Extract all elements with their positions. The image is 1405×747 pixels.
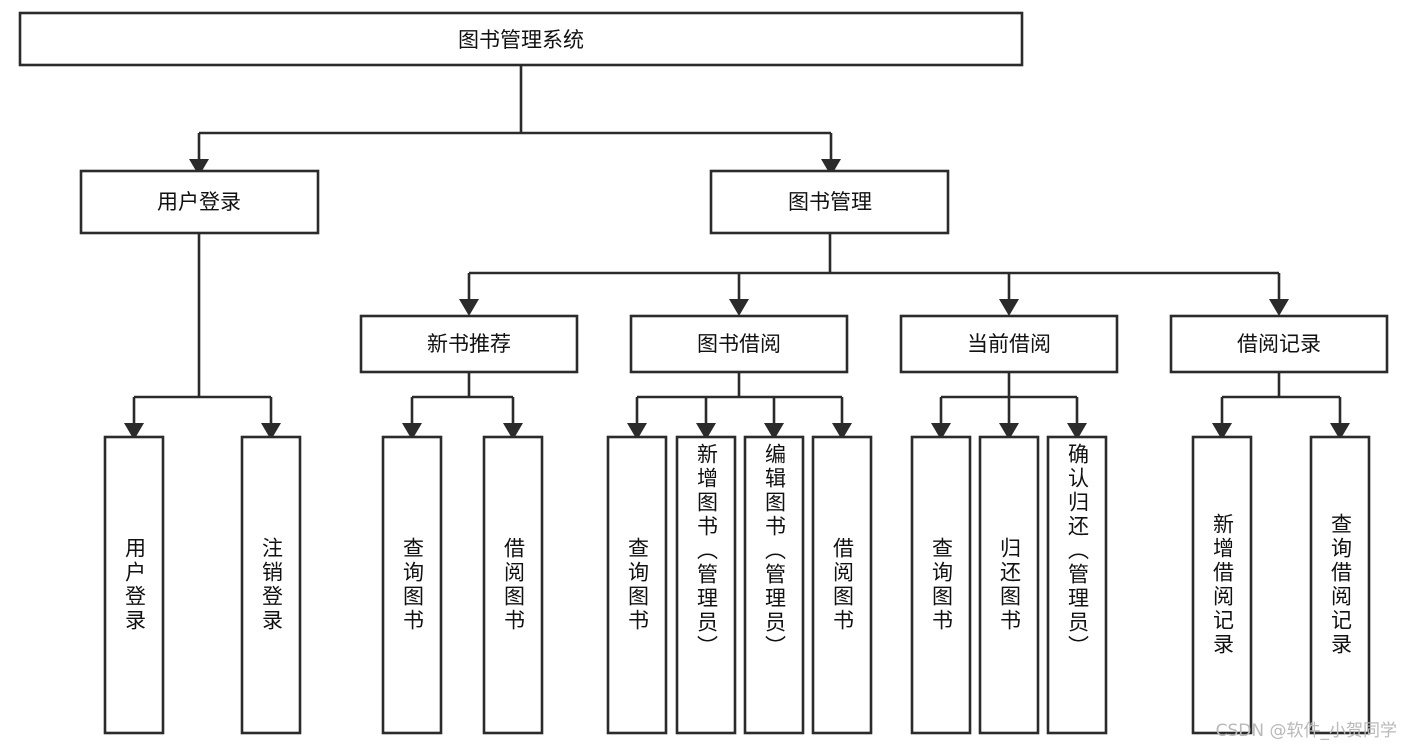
arrowhead-icon [459, 299, 479, 316]
arrowhead-icon [729, 299, 749, 316]
leaf-box-return-book[interactable] [978, 435, 1040, 735]
leaf-box-add-book-admin[interactable] [675, 435, 737, 735]
node-borrow-record-label: 借阅记录 [1237, 332, 1321, 356]
connector-newbook-to-leaves [410, 372, 515, 424]
node-current-borrow-box[interactable] [899, 314, 1119, 374]
arrowhead-icon [627, 423, 647, 440]
arrowhead-icon [1212, 423, 1232, 440]
arrowhead-icon [696, 423, 716, 440]
node-new-book-recommend-box[interactable] [359, 314, 579, 374]
arrowhead-icon [821, 159, 841, 176]
leaf-box-user-login[interactable] [103, 435, 165, 735]
node-current-borrow-label: 当前借阅 [967, 332, 1051, 356]
leaf-box-add-record[interactable] [1191, 435, 1253, 735]
arrowhead-icon [261, 423, 281, 440]
leaf-box-query-book-2[interactable] [606, 435, 668, 735]
leaf-box-group [103, 435, 1371, 735]
arrowhead-icon [402, 423, 422, 440]
connector-root-to-level2 [197, 65, 833, 160]
leaf-box-borrow-book-1[interactable] [482, 435, 544, 735]
connector-bookmgmt-to-level3 [467, 232, 1281, 300]
connector-record-to-leaves [1220, 372, 1342, 424]
node-new-book-recommend-label: 新书推荐 [427, 332, 511, 356]
arrowhead-icon [189, 159, 209, 176]
arrowhead-icon [931, 423, 951, 440]
node-root[interactable]: 图书管理系统 [18, 11, 1024, 67]
leaf-box-confirm-return[interactable] [1046, 435, 1108, 735]
node-borrow-record[interactable]: 借阅记录 [1169, 314, 1389, 374]
arrowhead-icon [503, 423, 523, 440]
leaf-box-borrow-book-2[interactable] [811, 435, 873, 735]
arrowhead-icon [124, 423, 144, 440]
arrowhead-group [124, 159, 1350, 440]
node-borrow-record-box[interactable] [1169, 314, 1389, 374]
node-book-management[interactable]: 图书管理 [709, 169, 950, 235]
connector-group [132, 65, 1342, 424]
leaf-box-query-record[interactable] [1309, 435, 1371, 735]
leaf-box-edit-book-admin[interactable] [743, 435, 805, 735]
arrowhead-icon [999, 299, 1019, 316]
leaf-box-query-book-1[interactable] [381, 435, 443, 735]
node-book-management-label: 图书管理 [788, 190, 872, 214]
arrowhead-icon [1330, 423, 1350, 440]
node-book-borrow-label: 图书借阅 [697, 332, 781, 356]
connector-userlogin-to-leaves [132, 232, 273, 424]
leaf-box-query-book-3[interactable] [910, 435, 972, 735]
node-root-label: 图书管理系统 [458, 28, 584, 52]
connector-borrow-to-leaves [635, 372, 844, 424]
connector-current-to-leaves [939, 372, 1079, 424]
arrowhead-icon [1269, 299, 1289, 316]
leaf-box-logout[interactable] [240, 435, 302, 735]
arrowhead-icon [764, 423, 784, 440]
arrowhead-icon [999, 423, 1019, 440]
node-user-login[interactable]: 用户登录 [79, 169, 320, 235]
node-user-login-label: 用户登录 [157, 190, 241, 214]
node-book-borrow-box[interactable] [629, 314, 849, 374]
node-new-book-recommend[interactable]: 新书推荐 [359, 314, 579, 374]
arrowhead-icon [1067, 423, 1087, 440]
node-root-box[interactable] [18, 11, 1024, 67]
node-book-management-box[interactable] [709, 169, 950, 235]
node-book-borrow[interactable]: 图书借阅 [629, 314, 849, 374]
node-user-login-box[interactable] [79, 169, 320, 235]
arrowhead-icon [832, 423, 852, 440]
node-current-borrow[interactable]: 当前借阅 [899, 314, 1119, 374]
